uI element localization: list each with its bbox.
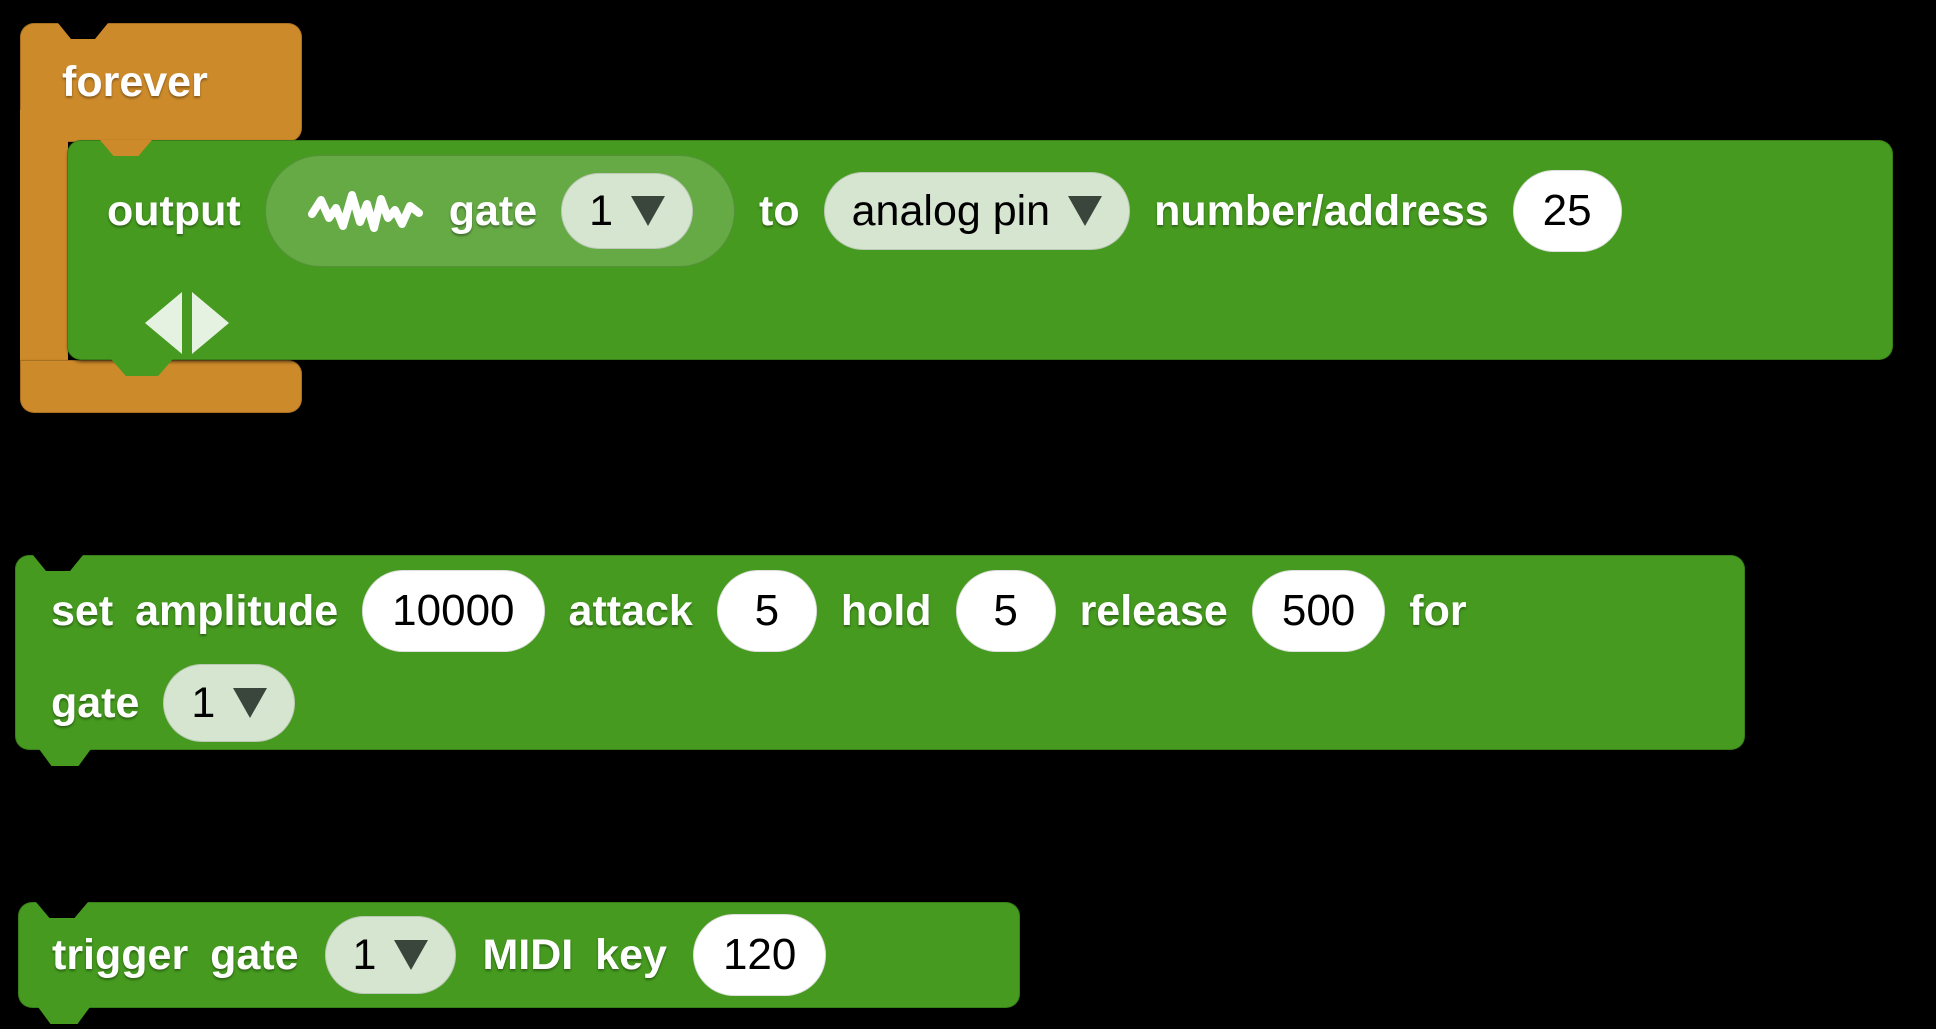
gate-dropdown[interactable]: 1 [163,664,296,742]
amplitude-input[interactable]: 10000 [362,570,545,652]
set-bottom-tab [39,749,91,766]
attack-label: attack [568,586,693,635]
gate-label: gate [448,186,538,235]
pin-number-value: 25 [1542,186,1592,235]
set-top-notch [33,555,83,571]
midi-key-value: 120 [722,930,797,979]
collapse-left-arrow-icon[interactable] [145,292,182,354]
triangle-down-icon [1068,196,1103,226]
gate-dropdown-value: 1 [191,678,216,727]
output-top-notch [100,140,152,156]
trigger-top-notch [36,902,88,918]
number-address-label: number/address [1154,186,1489,235]
amplitude-value: 10000 [392,586,515,635]
pin-type-dropdown-value: analog pin [851,186,1051,235]
forever-left-arm[interactable] [20,110,68,362]
wave-gate-reporter[interactable]: gate 1 [264,155,736,267]
gate-dropdown[interactable]: 1 [561,173,694,249]
forever-label: forever [62,58,208,106]
to-label: to [759,186,800,235]
pin-type-dropdown[interactable]: analog pin [823,172,1131,250]
trigger-bottom-tab [38,1007,90,1024]
release-input[interactable]: 500 [1251,570,1386,652]
hold-input[interactable]: 5 [955,570,1056,652]
release-label: release [1079,586,1228,635]
gate-dropdown-value: 1 [352,930,377,979]
forever-top-notch [58,23,108,39]
output-bottom-tab [111,359,173,376]
midi-key-input[interactable]: 120 [692,914,827,996]
release-value: 500 [1281,586,1356,635]
gate-label: gate [51,678,140,727]
pin-number-input[interactable]: 25 [1512,170,1622,252]
gate-dropdown-value: 1 [589,186,614,235]
triangle-down-icon [631,196,666,226]
trigger-gate-block[interactable]: trigger gate 1 MIDI key 120 [18,902,1020,1024]
output-block[interactable]: output gate 1 to analog pin number/addre… [67,140,1893,376]
hold-label: hold [840,586,932,635]
triangle-down-icon [394,940,429,970]
attack-input[interactable]: 5 [716,570,817,652]
output-label: output [107,186,241,235]
gate-dropdown[interactable]: 1 [324,916,457,994]
midi-key-label: MIDI key [482,930,667,979]
hold-value: 5 [993,586,1018,635]
waveform-icon [307,191,423,232]
triangle-down-icon [233,688,268,718]
set-envelope-block[interactable]: set amplitude 10000 attack 5 hold 5 rele… [15,555,1745,766]
trigger-gate-label: trigger gate [52,930,299,979]
expand-right-arrow-icon[interactable] [192,292,229,354]
for-label: for [1409,586,1467,635]
attack-value: 5 [754,586,780,635]
set-amplitude-label: set amplitude [51,586,339,635]
